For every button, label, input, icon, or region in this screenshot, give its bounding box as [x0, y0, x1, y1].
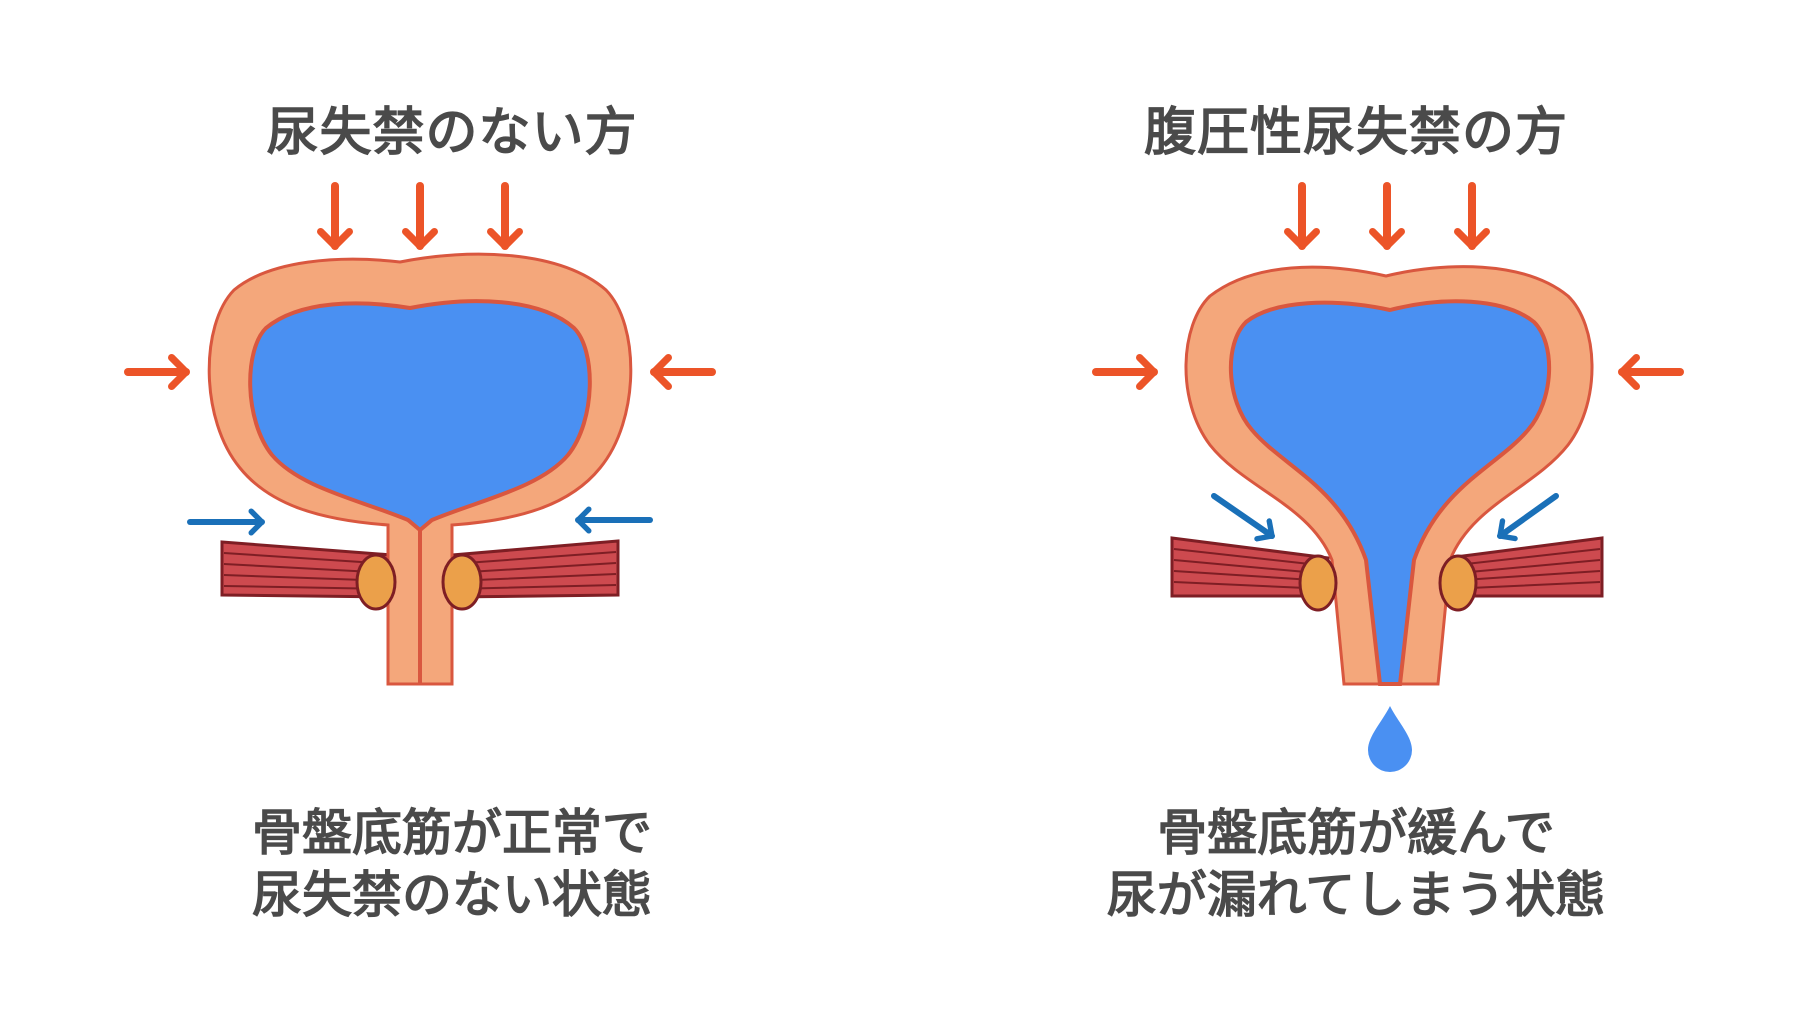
sphincter-right: [1438, 554, 1478, 612]
panel-title: 尿失禁のない方: [266, 103, 638, 163]
panel-caption: 骨盤底筋が正常で 尿失禁のない状態: [0, 802, 904, 926]
caption-line: 尿が漏れてしまう状態: [1106, 866, 1606, 924]
urine-drop-icon: [1368, 706, 1412, 772]
panel-title: 腹圧性尿失禁の方: [1143, 103, 1568, 163]
sphincter-left: [1298, 554, 1338, 612]
urine: [1229, 299, 1551, 686]
bladder-diagram-normal: [124, 182, 716, 686]
sphincter-right: [441, 553, 483, 611]
pelvic-floor-muscle-right: [450, 539, 620, 599]
caption-line: 尿失禁のない状態: [252, 866, 652, 924]
muscle-arrows: [1211, 493, 1559, 542]
panel-caption: 骨盤底筋が緩んで 尿が漏れてしまう状態: [904, 802, 1808, 926]
sphincter-left: [355, 553, 397, 611]
muscle-arrow-icon: [1211, 493, 1275, 542]
caption-line: 骨盤底筋が正常で: [252, 804, 652, 862]
muscle-arrows: [187, 506, 653, 536]
muscle-arrow-icon: [1497, 493, 1559, 542]
urine: [248, 299, 592, 533]
bladder-diagram-leaking: [1092, 182, 1684, 772]
caption-line: 骨盤底筋が緩んで: [1157, 804, 1555, 862]
panel-leaking: 腹圧性尿失禁の方: [904, 0, 1808, 1026]
panel-normal: 尿失禁のない方: [0, 103, 904, 926]
pressure-arrows-top: [1284, 182, 1490, 250]
pressure-arrows-top: [317, 182, 523, 250]
